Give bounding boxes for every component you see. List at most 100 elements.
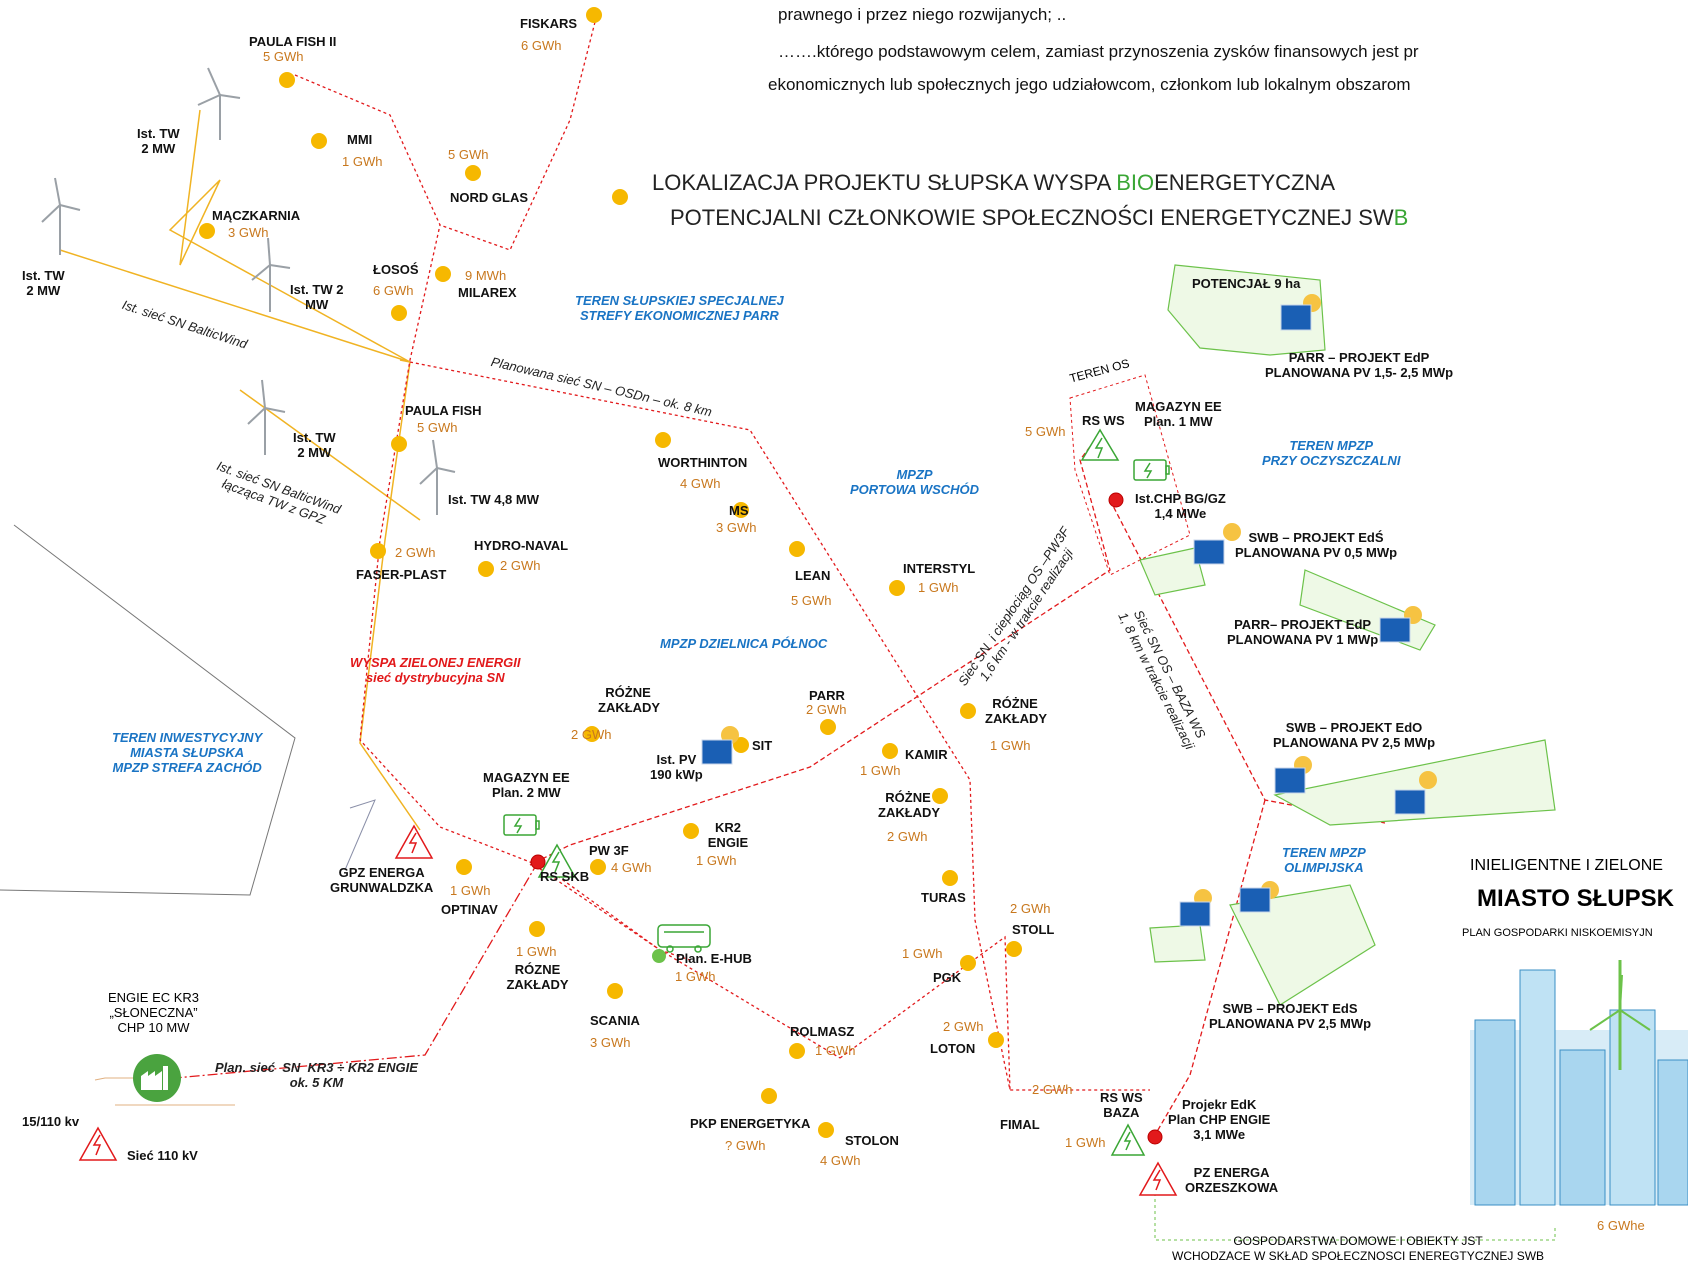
swb-eds2-label: SWB – PROJEKT EdS PLANOWANA PV 2,5 MWp [1209,1001,1372,1031]
member-value: 1 GWh [450,883,491,898]
member-value: 1 GWh [516,944,557,959]
member-dot-mmi[interactable] [311,133,327,149]
member-name: KR2 ENGIE [707,820,749,850]
member-dot-scania[interactable] [607,983,623,999]
wind-network-gpz [359,361,421,831]
member-name: LOTON [930,1041,976,1056]
member-dot-milarex[interactable] [435,266,451,282]
substation-icons [78,428,1178,1196]
member-name: MILAREX [458,285,517,300]
title-l2-green: B [1393,205,1409,230]
rs-ws-substation-icon[interactable] [1080,428,1120,461]
member-name: RÓZNE ZAKŁADY [506,962,569,992]
rs-ws-baza-label: RS WS BAZA [1100,1090,1143,1120]
member-name: ROLMASZ [790,1024,855,1039]
title-l1-green: BIO [1116,170,1155,195]
sn-kr3 [174,861,539,1079]
member-dot-paula-fish[interactable] [391,436,407,452]
wind-network-baltic [168,109,411,363]
member-dot-stoll[interactable] [1006,941,1022,957]
member-dot-optinav[interactable] [456,859,472,875]
rs-skb-substation-icon[interactable] [537,843,577,878]
member-dot-losos[interactable] [391,305,407,321]
member-dot-loton[interactable] [988,1032,1004,1048]
kv15-substation-icon[interactable] [78,1126,118,1161]
member-dot-rozne-zaklady-1[interactable] [584,726,600,742]
member-name: PW 3F [589,843,629,858]
member-dot-rolmasz[interactable] [789,1043,805,1059]
planned-sn-osdn [409,361,1150,1091]
pv-fields [1139,264,1556,1006]
member-value: 5 GWh [448,147,489,162]
member-dot-pgk[interactable] [960,955,976,971]
member-name: NORD GLAS [450,190,528,205]
member-name: FISKARS [520,16,578,31]
member-dot-turas[interactable] [942,870,958,886]
city-line-2: MIASTO SŁUPSK [1477,885,1674,912]
wind-turbines [41,67,456,515]
rs-skb-dot[interactable] [530,854,546,870]
member-dot-parr[interactable] [820,719,836,735]
member-dot-kr2-engie[interactable] [683,823,699,839]
households-label: GOSPODARSTWA DOMOWE I OBIEKTY JST WCHODZ… [1172,1234,1545,1263]
wind-turbine-icon [197,67,241,140]
member-dot-pkp-energetyka[interactable] [761,1088,777,1104]
teren-os-boundary [1069,374,1191,576]
member-dot-fiskars[interactable] [586,7,602,23]
ehub-dot[interactable] [652,949,666,963]
chp-os-dot[interactable] [1108,492,1124,508]
pz-orzeszkowa-icon[interactable] [1138,1161,1178,1196]
pv-ist-label: Ist. PV 190 kWp [650,752,703,782]
chp-engie-dot[interactable] [1147,1129,1163,1145]
member-dot-stolon[interactable] [818,1122,834,1138]
member-value: 1 GWh [990,738,1031,753]
sn-os-pw3f [529,439,1111,866]
zone-zachod-label: TEREN INWESTYCYJNY MIASTA SŁUPSKA MPZP S… [112,730,263,775]
wind-network-gpz-link [239,389,421,521]
member-dot-faser-plast[interactable] [370,543,386,559]
member-name: ŁOSOŚ [373,262,419,277]
member-dot-interstyl[interactable] [889,580,905,596]
planned-sn-west [294,74,841,1059]
wyspa-label: WYSPA ZIELONEJ ENERGII sieć dystrybucyjn… [350,655,521,685]
member-value: 1 GWh [696,853,737,868]
solar-panel-icon [1274,756,1312,794]
member-dot-unnamed[interactable] [612,189,628,205]
member-value: 1 GWh [342,154,383,169]
member-name: FASER-PLAST [356,567,447,582]
tw-label: Ist. TW 2 MW [22,268,65,298]
member-dot-hydro-naval[interactable] [478,561,494,577]
member-value: 4 GWh [611,860,652,875]
member-dot-rozne-zaklady-2[interactable] [960,703,976,719]
households-value: 6 GWhe [1597,1218,1645,1233]
member-dot-nord-glas[interactable] [465,165,481,181]
gpz-grunwaldzka-icon[interactable] [394,824,434,859]
member-dot-lean[interactable] [789,541,805,557]
member-dot-rozne-zaklady-3[interactable] [932,788,948,804]
ehub-value: 1 GWh [675,969,716,984]
member-name: STOLL [1012,922,1055,937]
wind-turbine-icon [419,439,456,515]
battery-icon [1133,459,1170,481]
member-dot-kamir[interactable] [882,743,898,759]
member-value: 2 GWh [1032,1082,1073,1097]
member-dot-pw3f[interactable] [590,859,606,875]
member-name: FIMAL [1000,1117,1040,1132]
member-name: LEAN [795,568,831,583]
member-value: 6 GWh [373,283,414,298]
siec110-label: Sieć 110 kV [127,1148,198,1163]
member-name: MMI [347,132,373,147]
member-dot-maczkarnia[interactable] [199,223,215,239]
pv-field-eds1 [1139,547,1206,596]
solar-panel-icon [1280,294,1321,331]
member-dot-worthinton[interactable] [655,432,671,448]
member-dot-rozne-zaklady-4[interactable] [529,921,545,937]
member-name: PAULA FISH [405,403,482,418]
member-dot-paula-fish-2[interactable] [279,72,295,88]
map-title-line-1: LOKALIZACJA PROJEKTU SŁUPSKA WYSPA BIOEN… [652,170,1335,196]
rs-ws-baza-icon[interactable] [1110,1123,1146,1156]
member-dot-sit[interactable] [733,737,749,753]
member-dot-ms[interactable] [733,502,749,518]
title-l1-pre: LOKALIZACJA PROJEKTU SŁUPSKA WYSPA [652,170,1117,195]
